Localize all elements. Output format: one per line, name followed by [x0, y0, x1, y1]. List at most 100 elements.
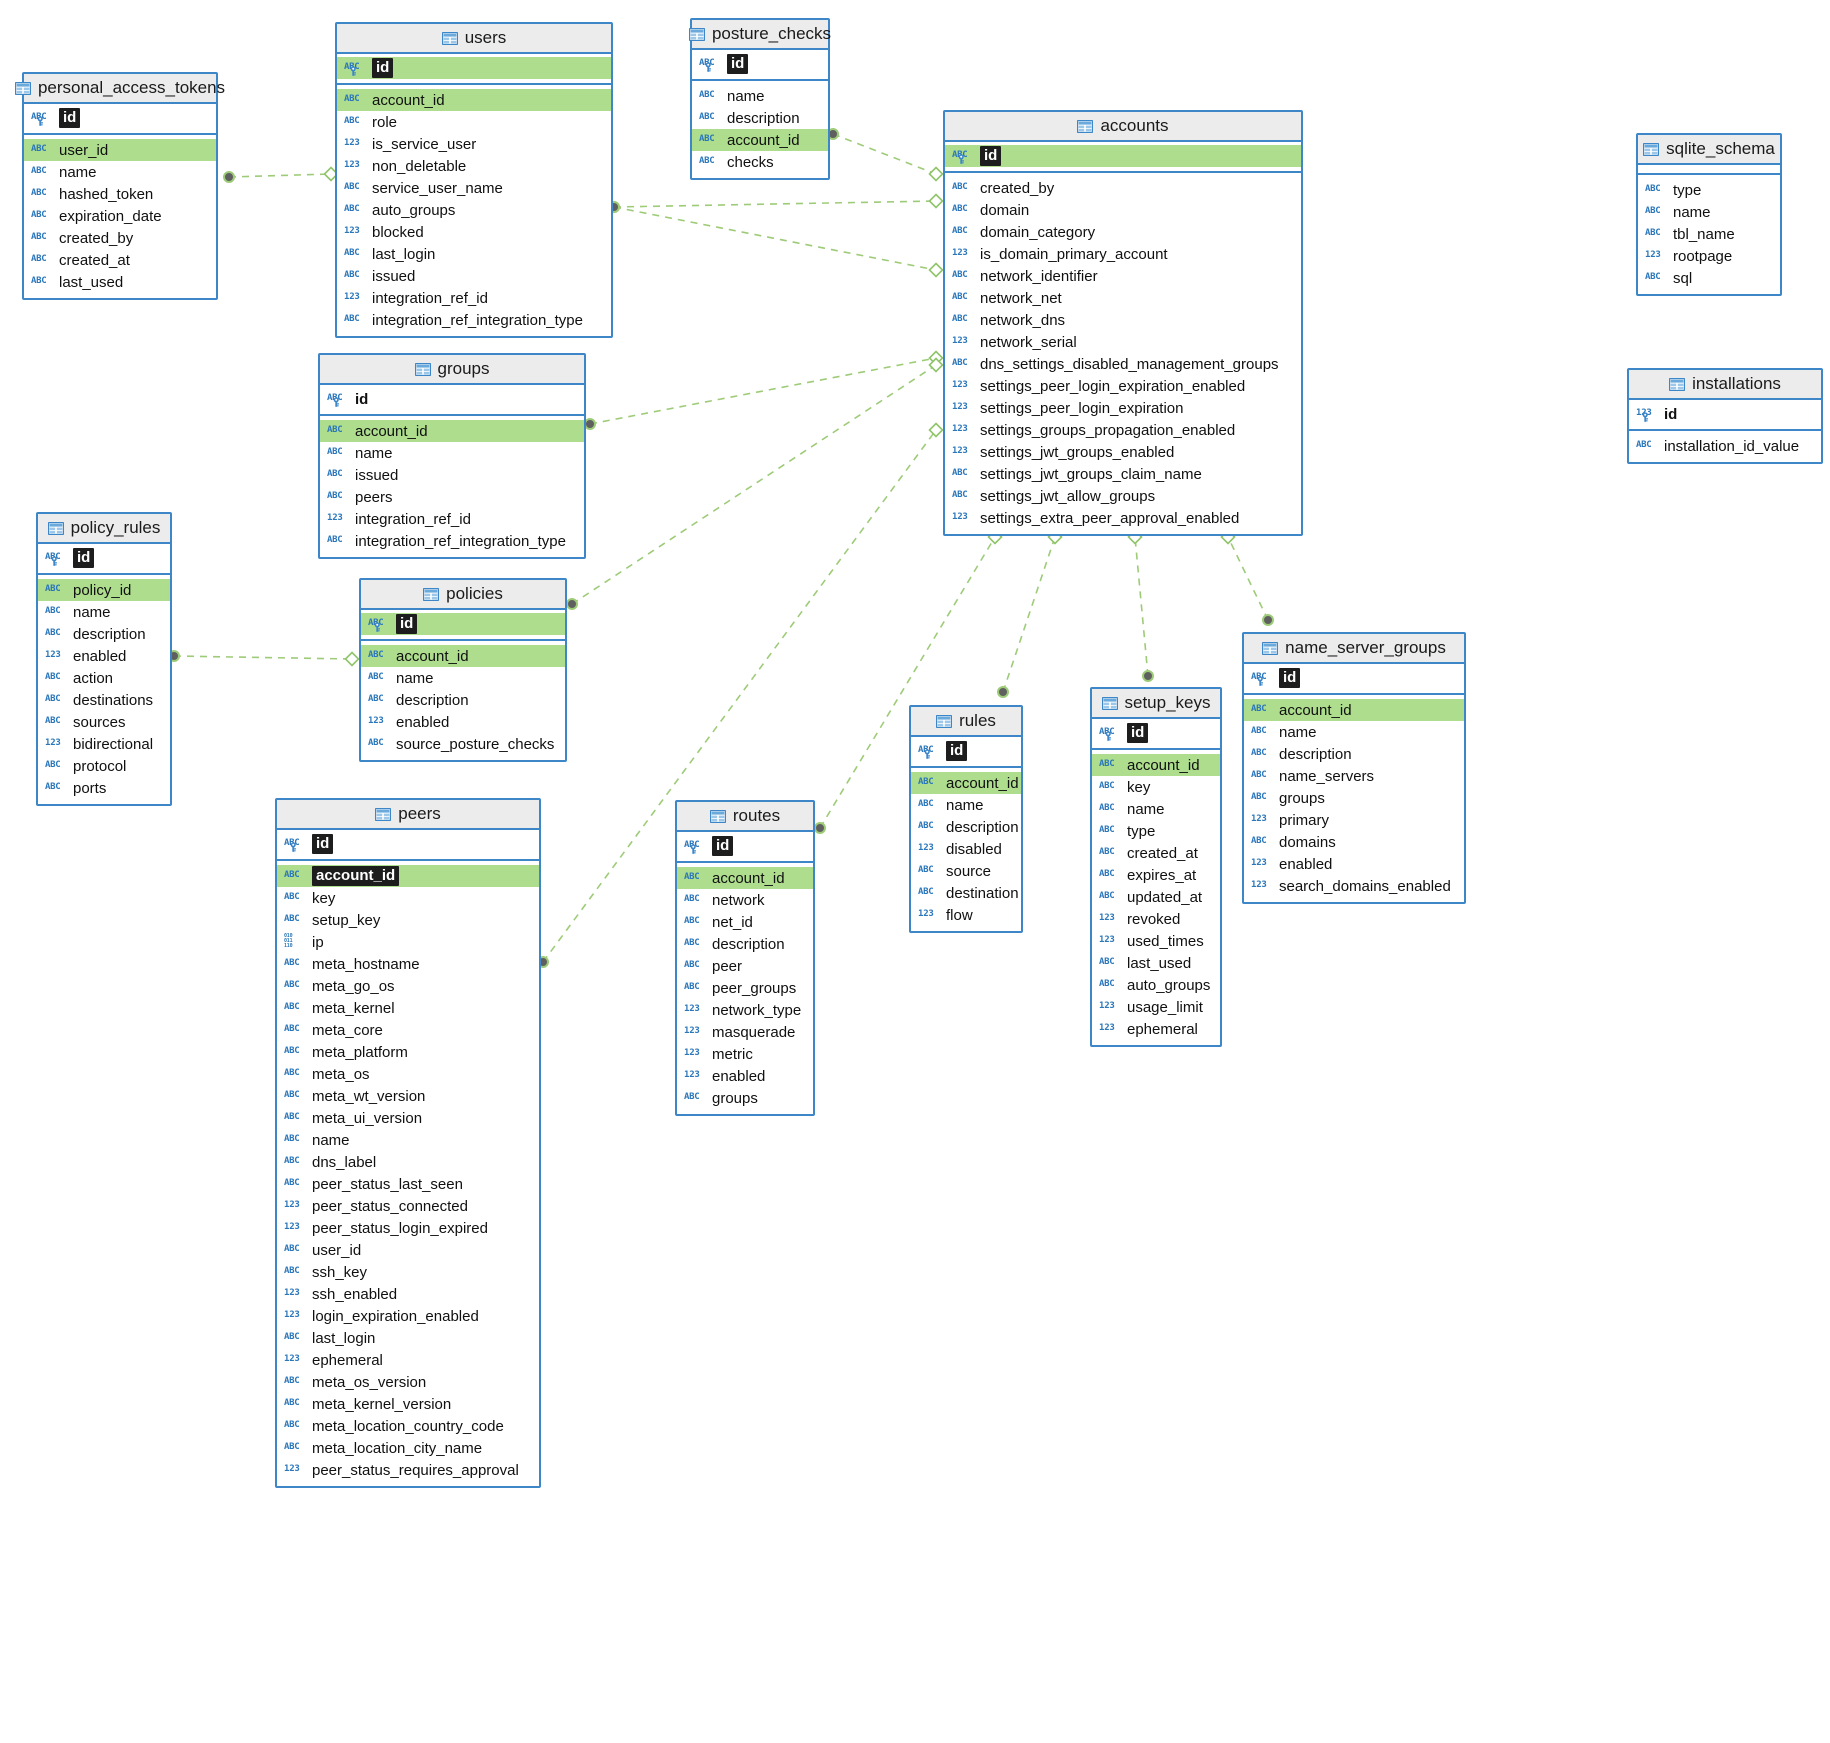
table-groups[interactable]: groupsABCidABCaccount_idABCnameABCissued…: [318, 353, 586, 559]
pk-column-id[interactable]: ABCid: [692, 53, 828, 75]
pk-column-id[interactable]: ABCid: [320, 388, 584, 410]
table-header-rules[interactable]: rules: [911, 707, 1021, 737]
table-header-accounts[interactable]: accounts: [945, 112, 1301, 142]
pk-column-id[interactable]: ABCid: [24, 107, 216, 129]
table-name_server_groups[interactable]: name_server_groupsABCidABCaccount_idABCn…: [1242, 632, 1466, 904]
table-header-users[interactable]: users: [337, 24, 611, 54]
pk-column-id[interactable]: ABCid: [361, 613, 565, 635]
table-rules[interactable]: rulesABCidABCaccount_idABCnameABCdescrip…: [909, 705, 1023, 933]
table-posture_checks[interactable]: posture_checksABCidABCnameABCdescription…: [688, 18, 831, 180]
table-accounts[interactable]: accountsABCidABCcreated_byABCdomainABCdo…: [943, 110, 1303, 536]
pk-column-id[interactable]: ABCid: [1244, 667, 1464, 689]
table-header-policies[interactable]: policies: [361, 580, 565, 610]
pk-column-id[interactable]: ABCid: [1092, 722, 1220, 744]
table-header-personal_access_tokens[interactable]: personal_access_tokens: [14, 74, 225, 104]
table-header-groups[interactable]: groups: [320, 355, 584, 385]
table-routes[interactable]: routesABCidABCaccount_idABCnetworkABCnet…: [675, 800, 815, 1116]
table-policies[interactable]: policiesABCidABCaccount_idABCnameABCdesc…: [359, 578, 567, 762]
pk-column-id[interactable]: ABCid: [277, 833, 539, 855]
table-header-peers[interactable]: peers: [277, 800, 539, 830]
pk-column-id[interactable]: ABCid: [945, 145, 1301, 167]
table-policy_rules[interactable]: policy_rulesABCidABCpolicy_idABCnameABCd…: [36, 512, 172, 806]
